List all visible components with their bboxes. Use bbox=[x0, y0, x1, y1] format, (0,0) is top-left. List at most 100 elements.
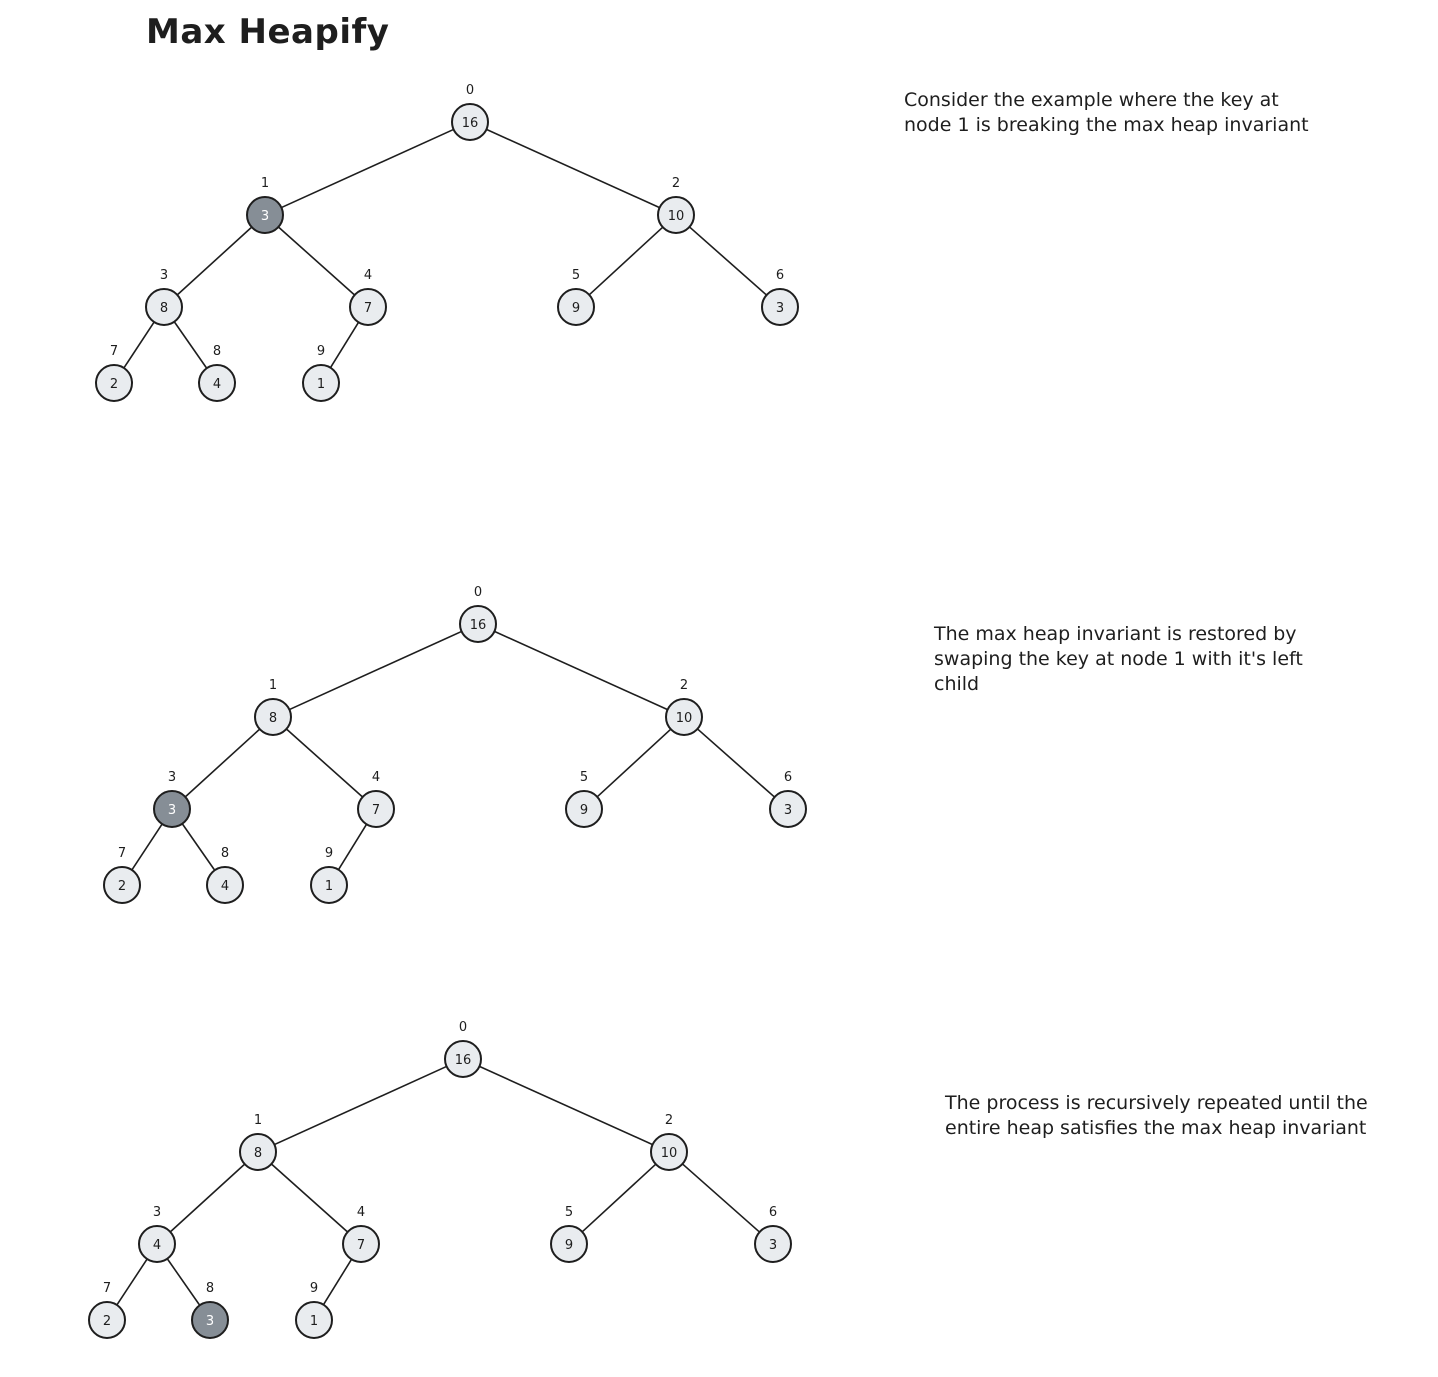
tree-edge bbox=[329, 321, 360, 369]
node-index-label: 7 bbox=[118, 846, 126, 861]
tree-edge bbox=[696, 728, 776, 798]
node-index-label: 2 bbox=[680, 678, 688, 693]
tree-edge bbox=[494, 630, 668, 711]
heap-node-4: 74 bbox=[357, 770, 395, 828]
heap-node-0: 160 bbox=[444, 1020, 482, 1078]
node-index-label: 9 bbox=[317, 344, 325, 359]
node-circle bbox=[302, 364, 340, 402]
heap-node-7: 27 bbox=[103, 846, 141, 904]
node-key: 8 bbox=[254, 1146, 262, 1161]
node-index-label: 5 bbox=[572, 268, 580, 283]
heap-node-0: 16 0 bbox=[451, 83, 489, 141]
node-key: 16 bbox=[462, 116, 479, 131]
node-circle bbox=[206, 866, 244, 904]
heap-node-2: 102 bbox=[665, 678, 703, 736]
heap-node-4: 74 bbox=[342, 1205, 380, 1263]
node-index-label: 3 bbox=[168, 770, 176, 785]
node-circle bbox=[295, 1301, 333, 1339]
tree-edge bbox=[277, 226, 356, 296]
tree-edge bbox=[322, 1258, 353, 1306]
node-index-label: 7 bbox=[103, 1281, 111, 1296]
node-key: 3 bbox=[261, 209, 269, 224]
node-key: 4 bbox=[221, 879, 229, 894]
node-circle bbox=[761, 288, 799, 326]
node-index-label: 5 bbox=[580, 770, 588, 785]
node-key: 9 bbox=[572, 301, 580, 316]
node-circle bbox=[138, 1225, 176, 1263]
step-1-caption: Consider the example where the key at no… bbox=[904, 89, 1309, 136]
tree-edge bbox=[596, 728, 672, 798]
heap-node-6: 36 bbox=[761, 268, 799, 326]
heap-node-1: 81 bbox=[254, 678, 292, 736]
heap-node-1: 31 bbox=[246, 176, 284, 234]
heap-node-4: 74 bbox=[349, 268, 387, 326]
node-circle bbox=[459, 605, 497, 643]
heap-node-1: 81 bbox=[239, 1113, 277, 1171]
step-2-caption: The max heap invariant is restored by sw… bbox=[934, 623, 1303, 695]
tree-edge bbox=[588, 226, 664, 296]
node-key: 3 bbox=[784, 803, 792, 818]
node-circle bbox=[239, 1133, 277, 1171]
node-key: 3 bbox=[776, 301, 784, 316]
node-index-label: 6 bbox=[784, 770, 792, 785]
node-circle bbox=[95, 364, 133, 402]
heap-node-3: 43 bbox=[138, 1205, 176, 1263]
node-index-label: 6 bbox=[776, 268, 784, 283]
node-key: 3 bbox=[769, 1238, 777, 1253]
tree-edge bbox=[181, 823, 216, 871]
heap-node-6: 36 bbox=[769, 770, 807, 828]
tree-edge bbox=[173, 321, 208, 369]
node-index-label: 1 bbox=[261, 176, 269, 191]
tree-edge bbox=[116, 1258, 148, 1306]
tree-edge bbox=[337, 823, 368, 871]
node-circle bbox=[665, 698, 703, 736]
node-key: 1 bbox=[310, 1314, 318, 1329]
node-index-label: 3 bbox=[153, 1205, 161, 1220]
tree-edge bbox=[486, 128, 660, 209]
node-key: 9 bbox=[565, 1238, 573, 1253]
node-index-label: 4 bbox=[372, 770, 380, 785]
highlighted-node-circle bbox=[153, 790, 191, 828]
node-circle bbox=[754, 1225, 792, 1263]
tree-edge bbox=[285, 728, 364, 798]
node-circle bbox=[254, 698, 292, 736]
node-index-label: 3 bbox=[160, 268, 168, 283]
node-key: 3 bbox=[206, 1314, 214, 1329]
node-key: 16 bbox=[470, 618, 487, 633]
highlighted-node-circle bbox=[246, 196, 284, 234]
node-index-label: 0 bbox=[459, 1020, 467, 1035]
tree-edge bbox=[581, 1163, 657, 1233]
tree-edge bbox=[688, 226, 768, 296]
heap-node-6: 36 bbox=[754, 1205, 792, 1263]
node-circle bbox=[657, 196, 695, 234]
heap-node-3: 33 bbox=[153, 770, 191, 828]
node-circle bbox=[310, 866, 348, 904]
node-circle bbox=[550, 1225, 588, 1263]
node-circle bbox=[198, 364, 236, 402]
node-key: 8 bbox=[160, 301, 168, 316]
node-index-label: 0 bbox=[466, 83, 474, 98]
node-index-label: 4 bbox=[357, 1205, 365, 1220]
tree-edge bbox=[131, 823, 163, 871]
heap-node-7: 27 bbox=[88, 1281, 126, 1339]
tree-edge bbox=[274, 1065, 447, 1146]
node-circle bbox=[349, 288, 387, 326]
tree-edge bbox=[289, 630, 462, 711]
heap-node-5: 95 bbox=[557, 268, 595, 326]
node-key: 4 bbox=[153, 1238, 161, 1253]
node-circle bbox=[565, 790, 603, 828]
highlighted-node-circle bbox=[191, 1301, 229, 1339]
node-circle bbox=[557, 288, 595, 326]
node-key: 4 bbox=[213, 377, 221, 392]
tree-edge bbox=[281, 128, 454, 209]
node-circle bbox=[88, 1301, 126, 1339]
heap-node-5: 95 bbox=[550, 1205, 588, 1263]
step-3-caption: The process is recursively repeated unti… bbox=[945, 1092, 1368, 1139]
node-circle bbox=[145, 288, 183, 326]
heap-node-2: 102 bbox=[657, 176, 695, 234]
heap-node-8: 48 bbox=[198, 344, 236, 402]
node-index-label: 4 bbox=[364, 268, 372, 283]
node-index-label: 1 bbox=[269, 678, 277, 693]
